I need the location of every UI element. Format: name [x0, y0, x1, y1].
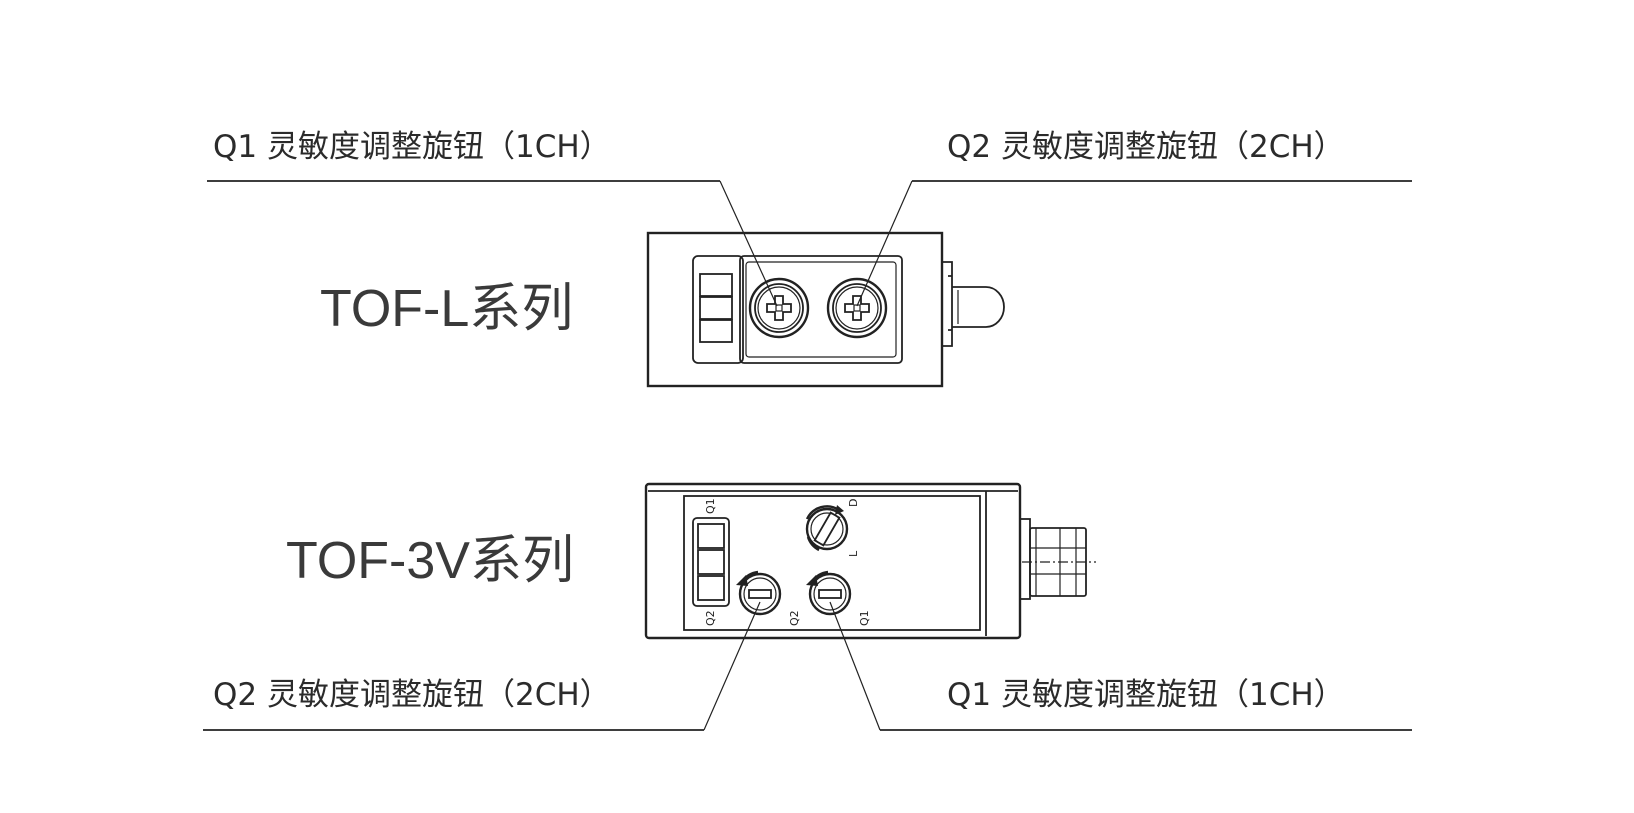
- tof-l-q1-callout-label: Q1 灵敏度调整旋钮（1CH）: [213, 129, 611, 165]
- tof-3v-mode-l-mark: L: [847, 550, 860, 557]
- tof-l-body: [646, 231, 944, 388]
- tof-l-indicator-led: [699, 273, 733, 297]
- tof-3v-indicator: Q1 Q2: [692, 498, 730, 626]
- tof-l-connector-base: [942, 261, 953, 347]
- tof-l-q2-callout-label: Q2 灵敏度调整旋钮（2CH）: [947, 129, 1345, 165]
- tof-3v-q2-indicator-mark: Q2: [704, 610, 717, 626]
- tof-3v-q1-leader: [829, 601, 881, 731]
- tof-3v-indicator-led: [697, 549, 725, 575]
- tof-3v-q1-knob-mark: Q1: [858, 610, 871, 626]
- tof-l-q1-knob[interactable]: [748, 277, 810, 339]
- tof-3v-q2-knob[interactable]: Q2: [736, 570, 801, 626]
- tof-3v-q2-leader: [703, 601, 761, 731]
- tof-l-indicator-led: [699, 296, 733, 320]
- tof-3v-indicator-led: [697, 523, 725, 549]
- tof-3v-panel: [683, 495, 981, 631]
- tof-l-indicator-frame: [692, 255, 744, 364]
- tof-l-q2-leader: [856, 180, 913, 307]
- tof-l-series-label: TOF-L系列: [320, 280, 573, 338]
- tof-3v-indicator-led: [697, 575, 725, 601]
- tof-3v-mode-d-mark: D: [847, 499, 860, 507]
- tof-l-q2-cross-icon: [844, 295, 870, 321]
- tof-3v-series-label: TOF-3V系列: [286, 532, 574, 590]
- tof-l-q1-cross-icon: [766, 295, 792, 321]
- tof-3v-q2-callout-label: Q2 灵敏度调整旋钮（2CH）: [213, 677, 611, 713]
- tof-3v-group: TOF-3V系列: [203, 482, 1412, 731]
- tof-3v-mode-dial-slot: [813, 511, 841, 547]
- tof-l-q2-knob[interactable]: [826, 277, 888, 339]
- tof-3v-connector: [1019, 518, 1096, 600]
- tof-3v-indicator-frame: [692, 517, 730, 607]
- tof-3v-mode-dial-arrow-icon: [805, 505, 840, 520]
- tof-3v-q1-callout-label: Q1 灵敏度调整旋钮（1CH）: [947, 677, 1345, 713]
- tof-l-connector: [952, 286, 1005, 328]
- tof-3v-q2-slot: [748, 589, 772, 599]
- tof-l-q1-leader: [719, 180, 778, 307]
- tof-3v-q1-knob[interactable]: Q1: [806, 570, 871, 626]
- tof-3v-q1-slot: [818, 589, 842, 599]
- tof-l-group: Q1 灵敏度调整旋钮（1CH） Q2 灵敏度调整旋钮（2CH） TOF-L系列: [207, 129, 1412, 388]
- tof-l-panel-outer: [739, 255, 903, 364]
- tof-3v-q1-indicator-mark: Q1: [704, 498, 717, 514]
- tof-l-panel-inner: [745, 261, 897, 358]
- tof-3v-q2-knob-mark: Q2: [788, 610, 801, 626]
- tof-3v-device: Q1 Q2 D L Q2: [644, 482, 1096, 640]
- tof-l-indicator-led: [699, 319, 733, 343]
- tof-3v-mode-dial[interactable]: D L: [805, 499, 860, 557]
- tof-l-device: [646, 231, 1005, 388]
